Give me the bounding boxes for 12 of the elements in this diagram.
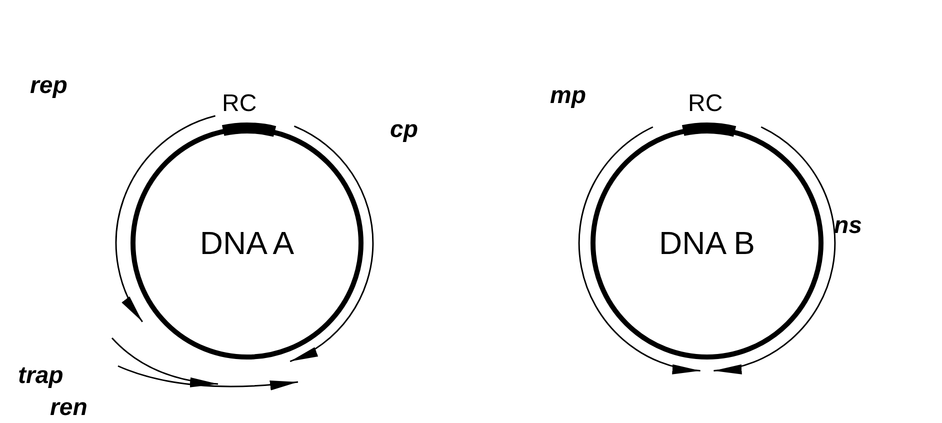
gene-label: ren (50, 396, 88, 420)
plasmid-circle (130, 126, 364, 360)
gene-label: cp (390, 118, 418, 142)
origin-label: RC (222, 92, 257, 116)
plasmid-circle (590, 126, 824, 360)
origin-label: RC (688, 92, 723, 116)
gene-label: ns (834, 214, 862, 238)
circle-label: DNA A (200, 224, 294, 262)
gene-label: trap (18, 364, 64, 388)
circle-label: DNA B (658, 224, 756, 262)
gene-label: mp (550, 84, 586, 108)
gene-label: rep (30, 74, 68, 98)
